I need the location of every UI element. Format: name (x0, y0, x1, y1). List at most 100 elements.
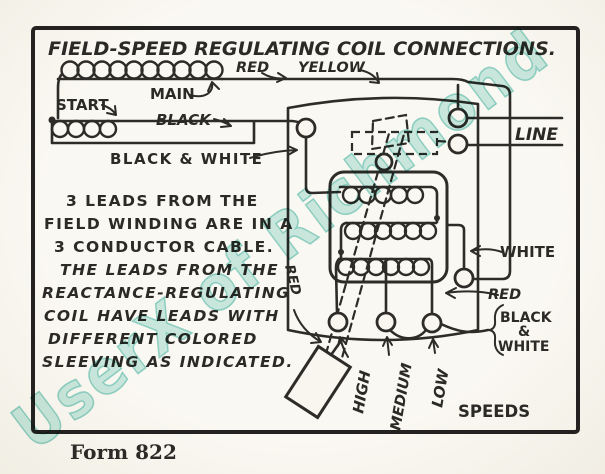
coil-row1-loops (341, 185, 425, 205)
white-lead-wire (445, 223, 466, 271)
black-lead-wire (116, 119, 307, 129)
terminal-white-lead (453, 267, 475, 289)
terminal-link-wire (388, 328, 428, 340)
coil-loop (403, 221, 423, 241)
label-black: BLACK (156, 111, 212, 129)
diagram-title: FIELD-SPEED REGULATING COIL CONNECTIONS. (48, 38, 556, 60)
note-line: REACTANCE-REGULATING (42, 284, 290, 302)
coil-loop (388, 221, 408, 241)
terminal-high (327, 311, 349, 333)
cable-out-wire (439, 322, 490, 334)
label-low: LOW (428, 366, 453, 408)
coil-loop (92, 60, 112, 80)
high-tap-wire (334, 257, 341, 315)
coil-loop (108, 60, 128, 80)
white-arrow (470, 245, 503, 257)
field-winding (48, 60, 224, 139)
low-arrow (428, 338, 439, 354)
coil-loop (366, 257, 386, 277)
main-arrow (189, 81, 220, 98)
row1-row2-connector (429, 185, 439, 224)
junction-dot (338, 249, 344, 255)
note-line: COIL HAVE LEADS WITH (44, 307, 280, 325)
form-number: Form 822 (70, 440, 177, 464)
coil-row3-loops (336, 257, 431, 277)
start-coil-loops (50, 119, 118, 139)
label-white: WHITE (500, 243, 555, 261)
note-line: FIELD WINDING ARE IN A (44, 215, 294, 233)
coil-loop (156, 60, 176, 80)
junction-dot (434, 215, 440, 221)
terminal-feed-wire (304, 135, 342, 195)
label-red-top: RED (236, 60, 269, 76)
red-right-arrow (445, 287, 499, 299)
terminal-black-lead (295, 117, 317, 139)
callout-arrows (101, 69, 504, 358)
terminal-low (421, 312, 443, 334)
medium-arrow (382, 336, 393, 356)
coil-row2-loops (343, 221, 438, 241)
label-high: HIGH (349, 369, 374, 415)
label-main: MAIN (150, 85, 195, 103)
coil-loop (204, 60, 224, 80)
switch-handle (283, 344, 353, 420)
switch-arm-ghost (370, 113, 411, 151)
label-start: START (56, 96, 109, 114)
coil-loop (358, 221, 378, 241)
label-cable-amp: & (518, 324, 530, 340)
note-paragraph: 3 LEADS FROM THE FIELD WINDING ARE IN A … (42, 192, 294, 371)
terminal-line-1 (447, 107, 469, 129)
coil-loop (60, 60, 80, 80)
note-line: 3 LEADS FROM THE (66, 192, 259, 210)
label-black-and-white: BLACK & WHITE (110, 150, 263, 168)
coil-block-outline (328, 170, 449, 284)
coil-loop (98, 119, 118, 139)
regulator-body-outline (286, 96, 480, 342)
start-arrow (101, 104, 117, 116)
black-arrow (213, 118, 232, 128)
reactance-coil-block (328, 170, 449, 316)
high-arrow (337, 336, 349, 358)
coil-loop (188, 60, 208, 80)
note-line: 3 CONDUCTOR CABLE. (54, 238, 274, 256)
label-medium: MEDIUM (388, 361, 416, 431)
red-yellow-lead-wire (220, 77, 512, 281)
label-cable-black: BLACK (500, 310, 553, 326)
black-white-arrow (249, 145, 298, 159)
coil-loop (418, 221, 438, 241)
coil-loop (82, 119, 102, 139)
diagram-border (31, 26, 580, 434)
coil-loop (411, 257, 431, 277)
cable-brace (488, 304, 504, 356)
label-cable-white: WHITE (498, 339, 549, 355)
coil-loop (76, 60, 96, 80)
low-tap-wire (427, 257, 434, 316)
coil-loop (405, 185, 425, 205)
label-line: LINE (515, 125, 558, 145)
coil-loop (124, 60, 144, 80)
coil-loop (66, 119, 86, 139)
label-yellow: YELLOW (298, 60, 366, 76)
coil-loop (396, 257, 416, 277)
coil-loop (172, 60, 192, 80)
terminal-medium (375, 311, 397, 333)
note-line: THE LEADS FROM THE (60, 261, 279, 279)
note-line: SLEEVING AS INDICATED. (42, 353, 294, 371)
label-red-left: RED (281, 263, 304, 297)
coil-loop (50, 119, 70, 139)
row2-row3-connector (339, 221, 348, 260)
red-left-arrow (293, 309, 322, 344)
switch-slot-dashed (350, 130, 439, 156)
black-white-lead-wire (50, 120, 256, 145)
main-coil-left-lead (56, 72, 64, 120)
red-top-arrow (261, 72, 287, 83)
coil-loop (140, 60, 160, 80)
yellow-arrow (359, 69, 380, 84)
switch-handle-body (283, 344, 353, 420)
terminal-line-2 (447, 133, 469, 155)
label-red-right: RED (488, 287, 521, 303)
note-line: DIFFERENT COLORED (48, 330, 258, 348)
terminal-switch-pivot (374, 152, 394, 172)
